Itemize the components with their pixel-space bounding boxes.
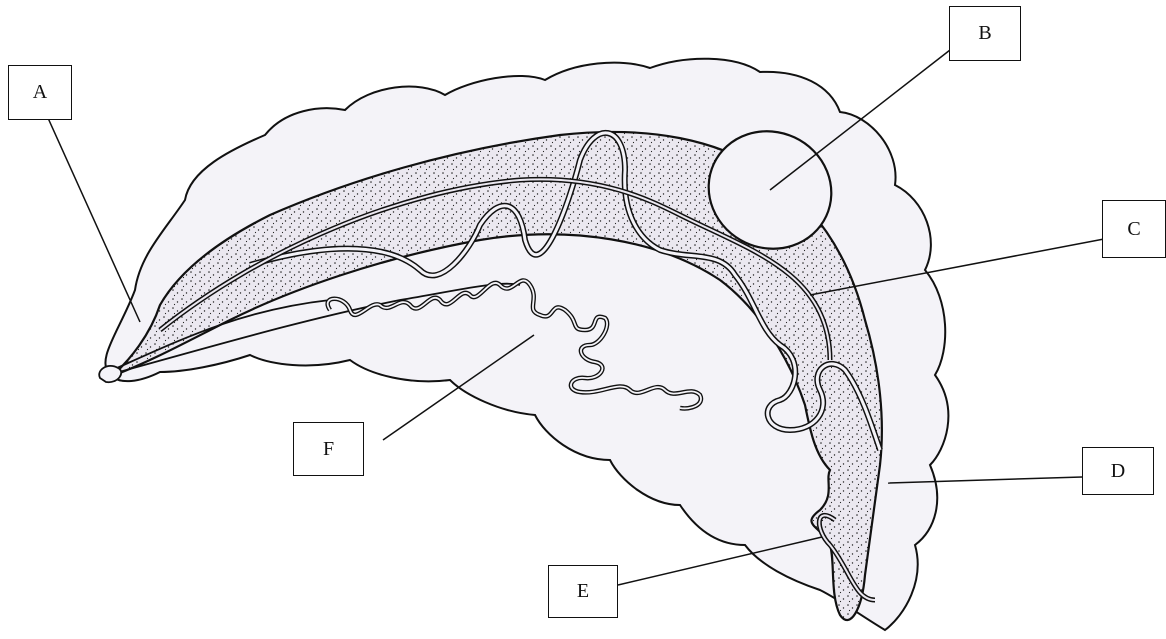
pointer-line-a: [48, 118, 140, 322]
label-b: B: [949, 6, 1021, 61]
label-e: E: [548, 565, 618, 618]
label-d: D: [1082, 447, 1154, 495]
label-f: F: [293, 422, 364, 476]
label-a: A: [8, 65, 72, 120]
label-c: C: [1102, 200, 1166, 258]
a-tip-detail: [99, 366, 121, 382]
